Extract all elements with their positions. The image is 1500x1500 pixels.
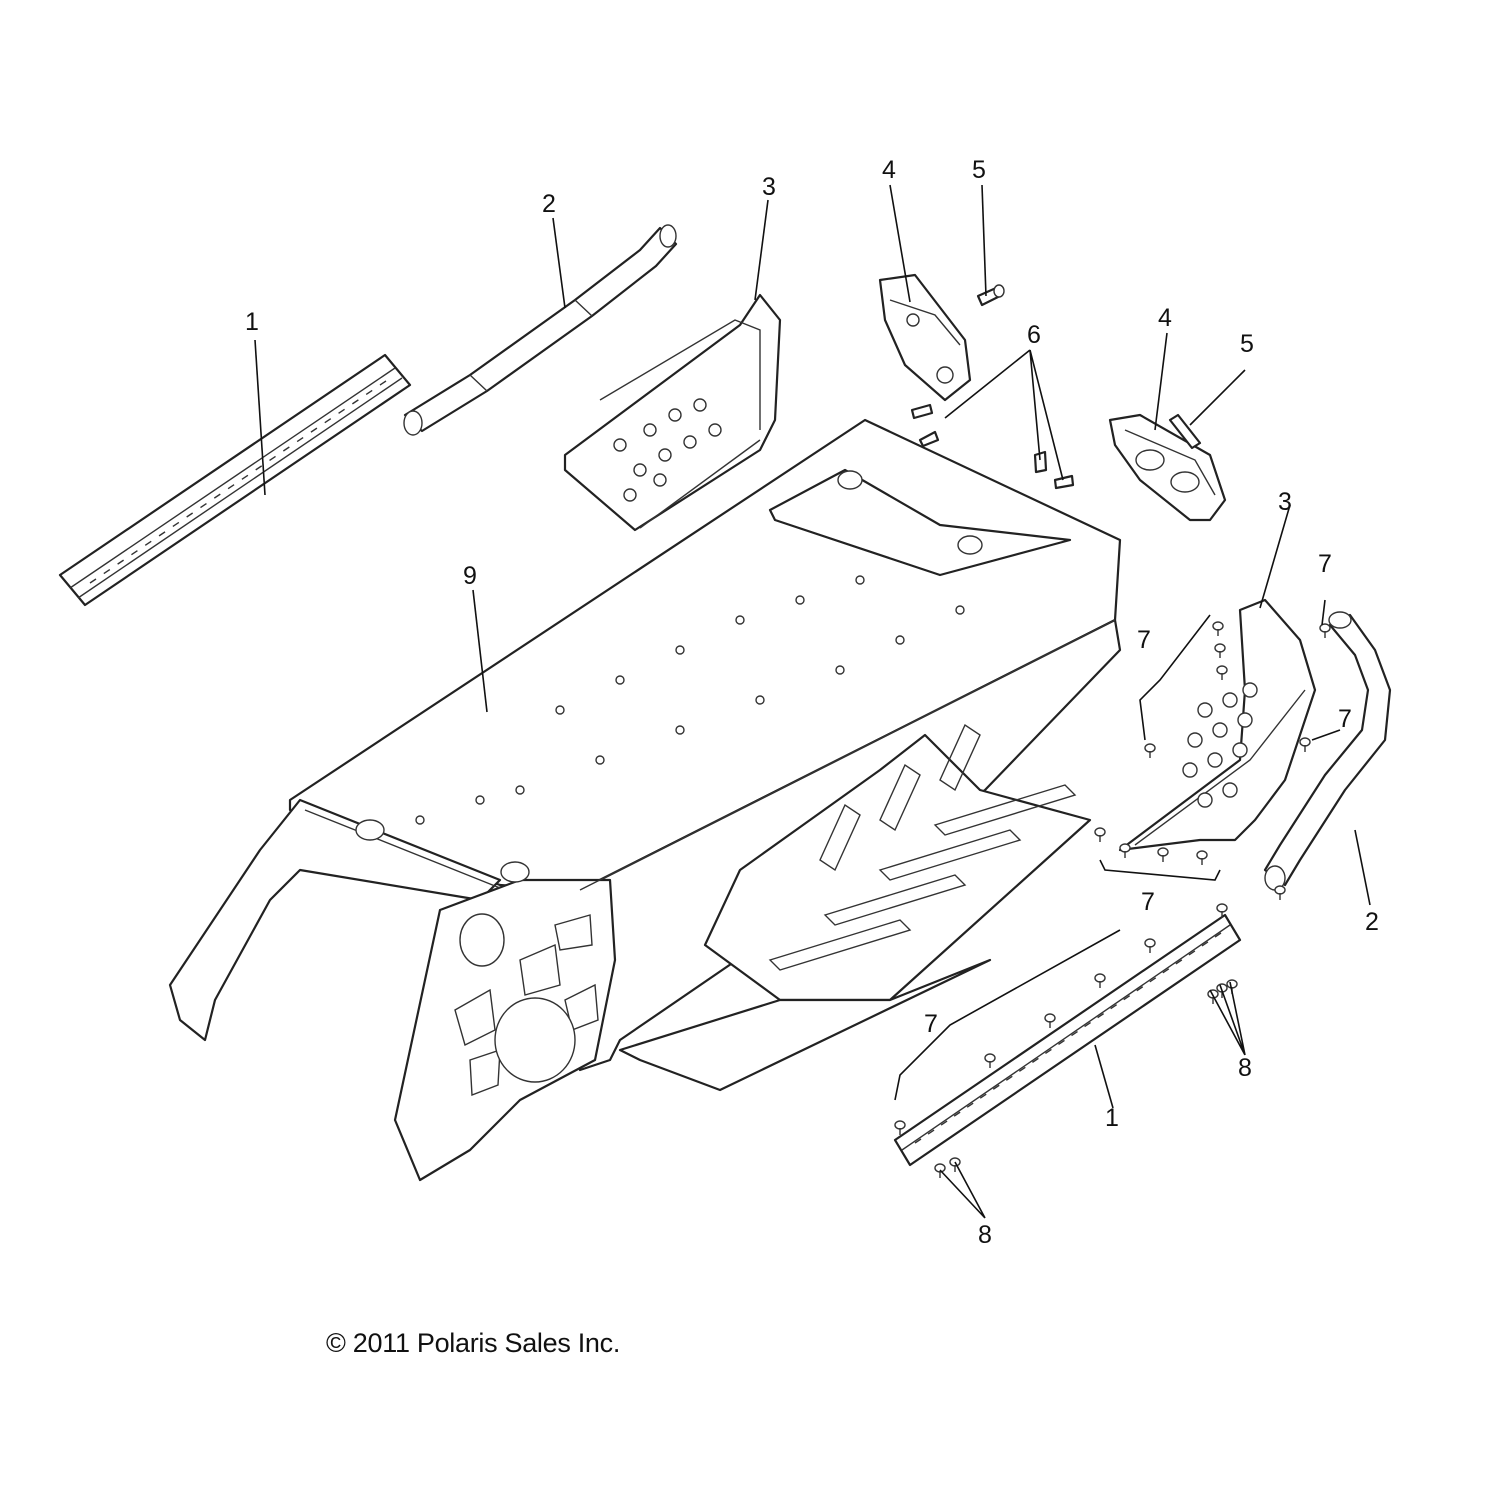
running-board-center [618,723,1092,1092]
callout-label: 8 [978,1221,992,1249]
callout-label: 5 [972,156,986,184]
callout-label: 4 [1158,304,1172,332]
brace-lines [894,614,1221,1101]
callout-label: 1 [1105,1104,1119,1132]
callout-label: 9 [463,562,477,590]
callout-label: 7 [1318,550,1332,578]
mount-bracket-right [1108,413,1227,522]
bolt-right [1168,413,1202,450]
callout-label: 2 [542,190,556,218]
callout-labels: 1 2 3 4 5 6 4 5 3 7 7 7 9 2 7 7 8 1 8 [245,156,1379,1249]
callout-label: 2 [1365,908,1379,936]
callout-label: 7 [1141,888,1155,916]
callout-label: 7 [1137,626,1151,654]
callout-label: 1 [245,308,259,336]
leader-lines [254,184,1371,1219]
mount-bracket-top [878,273,972,402]
callout-label: 7 [924,1010,938,1038]
bolts-6 [910,403,1075,490]
callout-label: 4 [882,156,896,184]
bolt-top [976,284,1005,307]
callout-label: 3 [1278,488,1292,516]
callout-label: 5 [1240,330,1254,358]
copyright-notice: © 2011 Polaris Sales Inc. [326,1328,621,1358]
callout-label: 3 [762,173,776,201]
callout-label: 7 [1338,705,1352,733]
callout-label: 6 [1027,321,1041,349]
callout-label: 8 [1238,1054,1252,1082]
footrest-bracket-top [563,293,782,532]
footrest-bracket-right [1118,598,1317,852]
rail-slide-right [893,913,1242,1167]
rail-slide-left [58,353,412,607]
tunnel-tube-top [403,224,678,436]
bolts-7-8 [894,621,1331,1178]
tunnel-tube-right [1263,611,1392,891]
